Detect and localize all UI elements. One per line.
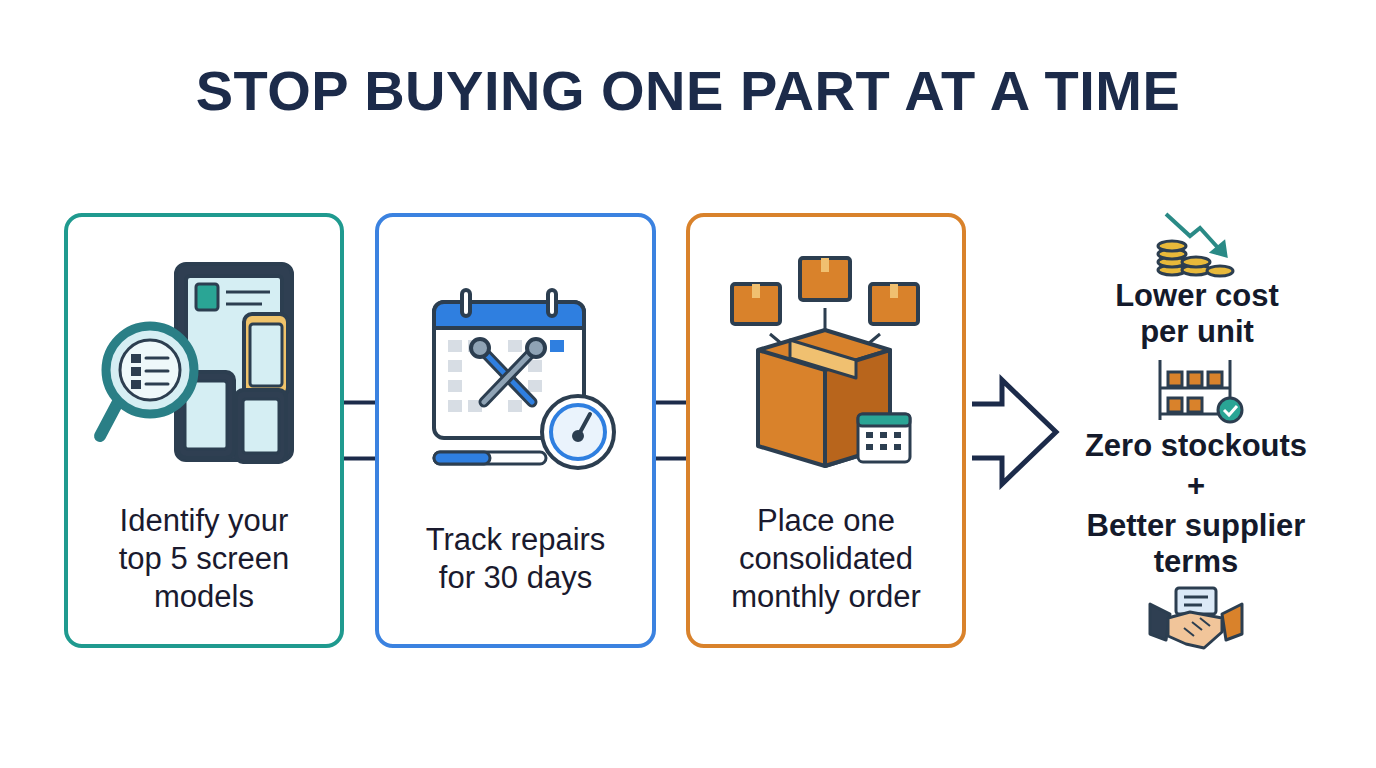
boxes-icon-part [758, 330, 890, 466]
magnifier-icon [100, 326, 194, 436]
boxes-icon-part [821, 258, 829, 272]
magnifier-icon-part [100, 402, 118, 436]
calendar-small-icon-part-part [866, 444, 873, 450]
handshake-icon-part [1184, 618, 1210, 636]
handshake-icon-part [1176, 588, 1216, 614]
connector-line [344, 401, 375, 405]
calendar-icon-part-part [508, 400, 522, 412]
boxes-icon-part [870, 284, 918, 324]
tools-icon-part [484, 352, 532, 402]
tools-icon-part [471, 339, 489, 357]
handshake-icon-part [1184, 596, 1208, 599]
shelf-icon-part [1188, 372, 1202, 386]
calendar-icon-part [434, 452, 546, 464]
calendar-icon-part [434, 452, 490, 464]
calendar-icon-part [462, 290, 470, 316]
shelf-icon-part [1168, 398, 1182, 412]
plus-sign: + [1166, 468, 1226, 504]
calendar-icon-part-part [448, 380, 462, 392]
gauge-icon [542, 396, 614, 468]
tools-icon [471, 339, 545, 402]
devices-icon-part [226, 303, 262, 306]
flow-arrow [972, 380, 1056, 484]
step-box: Place one consolidated monthly order [686, 213, 966, 648]
step-box: Track repairs for 30 days [375, 213, 656, 648]
step-text: Track repairs for 30 days [416, 489, 616, 629]
connector-line [656, 401, 686, 405]
tools-icon-part [527, 339, 545, 357]
magnifier-icon-part [146, 357, 168, 360]
calendar-icon-part [548, 290, 556, 316]
devices-icon-part [244, 314, 288, 396]
magnifier-icon-part [146, 383, 168, 386]
boxes-icon-part [800, 258, 850, 300]
gauge-icon-part [542, 396, 614, 468]
magnifier-icon-part [132, 355, 140, 362]
step-text: Place one consolidated monthly order [726, 489, 926, 629]
calendar-icon-part-part [448, 360, 462, 372]
shelf-icon-part [1224, 406, 1237, 415]
shelf-icon-part [1188, 398, 1202, 412]
handshake-icon-part [1168, 612, 1222, 648]
calendar-icon-part-part [448, 400, 462, 412]
devices-icon-part [243, 399, 279, 453]
devices-icon-part [226, 291, 270, 294]
devices-icon-part [196, 284, 218, 310]
magnifier-icon-part [146, 370, 168, 373]
calendar-icon-part [434, 302, 584, 328]
coins-icon [1158, 214, 1233, 276]
calendar-small-icon-part [866, 432, 901, 450]
magnifier-icon-part [132, 381, 140, 388]
calendar-small-icon [858, 414, 910, 462]
tools-icon-part [484, 352, 532, 402]
magnifier-icon-part [120, 340, 180, 400]
magnifier-icon-part [132, 368, 140, 375]
coins-icon-part [1182, 257, 1210, 267]
step-box: Identify your top 5 screen models [64, 213, 344, 648]
handshake-icon [1150, 588, 1242, 648]
devices-icon-part [250, 324, 282, 386]
handshake-icon-part [1184, 604, 1202, 607]
shelf-icon-part [1168, 372, 1182, 386]
handshake-icon-part [1222, 604, 1242, 640]
calendar-small-icon-part [858, 414, 910, 462]
calendar-small-icon-part-part [880, 444, 887, 450]
tools-icon-part [484, 352, 532, 402]
boxes-icon-part [890, 284, 898, 298]
boxes-icon-part [752, 284, 760, 298]
calendar-small-icon-part-part [880, 432, 887, 438]
devices-icon-part [236, 390, 286, 462]
connector-line [656, 457, 686, 461]
calendar-small-icon-part-part [894, 444, 901, 450]
calendar-icon-part [550, 340, 564, 352]
calendar-icon-part-part [448, 340, 462, 352]
coins-icon-part [1166, 214, 1220, 250]
outcome-text: Lower cost per unit [1097, 278, 1297, 350]
shelf-icon [1160, 360, 1242, 422]
outcome-text: Zero stockouts [1056, 428, 1336, 464]
shelf-icon-part [1159, 360, 1162, 420]
boxes-icon [732, 258, 918, 466]
tools-icon-part [484, 352, 532, 402]
boxes-icon-part [732, 284, 780, 324]
connector-line [344, 457, 375, 461]
calendar-icon-part-part [508, 340, 522, 352]
coins-icon-part [1212, 242, 1226, 256]
title-text: STOP BUYING ONE PART AT A TIME [0, 58, 1376, 123]
calendar-small-icon-part-part [894, 432, 901, 438]
step-text: Identify your top 5 screen models [104, 489, 304, 629]
gauge-icon-part [574, 432, 582, 440]
gauge-icon-part [551, 405, 605, 459]
calendar-icon-part-part [528, 380, 542, 392]
coins-icon-part [1158, 241, 1186, 251]
calendar-small-icon-part [858, 414, 910, 426]
shelf-icon-part [1218, 398, 1242, 422]
magnifier-icon-part [106, 326, 194, 414]
calendar-small-icon-part-part [866, 432, 873, 438]
shelf-icon-part [1208, 372, 1222, 386]
outcome-text: Better supplier terms [1076, 508, 1316, 580]
coins-icon-part [1207, 266, 1233, 276]
boxes-icon-part [790, 340, 856, 378]
